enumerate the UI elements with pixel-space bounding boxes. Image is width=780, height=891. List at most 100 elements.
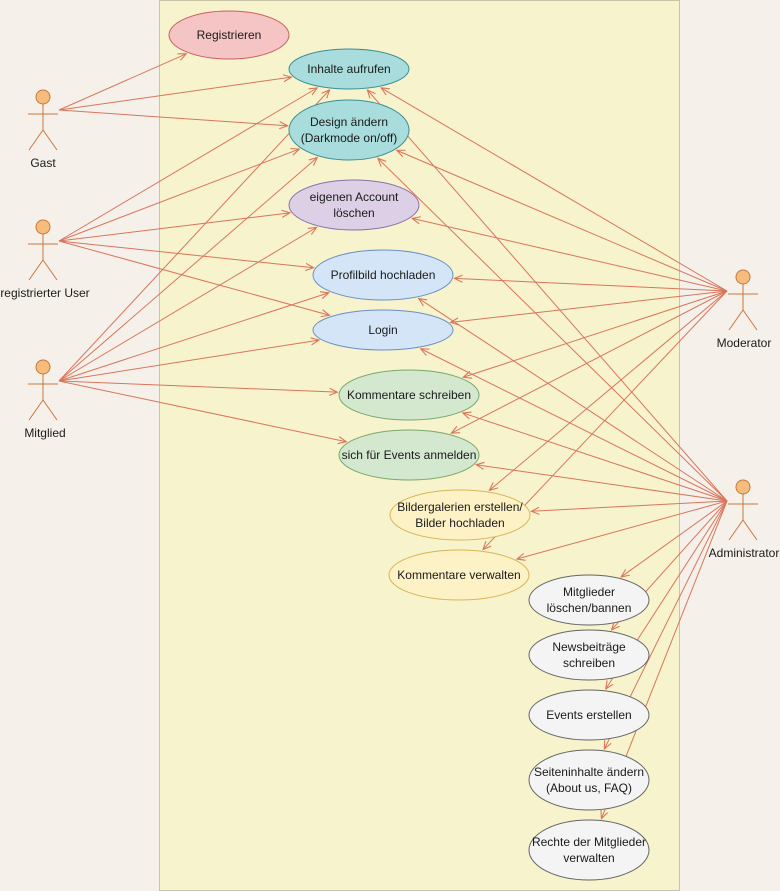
- use-case-shape: [288, 179, 420, 231]
- use-case-shape: [312, 249, 454, 301]
- use-case-label: Newsbeiträge: [552, 640, 626, 654]
- use-case-rechte[interactable]: Rechte der Mitglieder verwalten: [528, 819, 650, 881]
- actor-head: [735, 269, 751, 285]
- use-case-eerstellen[interactable]: Events erstellen: [528, 689, 650, 741]
- use-case-label: Rechte der Mitglieder: [532, 835, 646, 849]
- use-case-registrieren[interactable]: Registrieren: [168, 10, 290, 60]
- use-case-label: Events erstellen: [546, 708, 631, 722]
- use-case-shape: [288, 99, 410, 161]
- use-case-label: Login: [368, 323, 397, 337]
- actor-label: Moderator: [717, 336, 772, 350]
- actor-gast[interactable]: Gast: [28, 89, 58, 170]
- association-admin-mloeschen: [621, 500, 728, 577]
- actor-head: [735, 479, 751, 495]
- use-case-shape: [389, 489, 531, 541]
- use-case-galerien[interactable]: Bildergalerien erstellen/Bilder hochlade…: [389, 489, 531, 541]
- use-case-seiten[interactable]: Seiteninhalte ändern(About us, FAQ): [528, 749, 650, 811]
- use-case-label: löschen: [333, 206, 374, 220]
- actor-user[interactable]: registrierter User: [0, 219, 90, 300]
- association-lines: [58, 54, 728, 819]
- actor-label: Gast: [30, 156, 56, 170]
- association-mitglied-profilbild: [58, 293, 329, 382]
- association-mitglied-design: [58, 157, 317, 382]
- association-moderator-account: [412, 218, 728, 292]
- association-gast-inhalte: [58, 77, 291, 111]
- use-case-shape: [528, 819, 650, 881]
- use-case-shape: [528, 629, 650, 681]
- association-user-inhalte: [58, 88, 317, 242]
- actor-head: [35, 219, 51, 235]
- use-case-label: eigenen Account: [310, 190, 399, 204]
- actor-moderator[interactable]: Moderator: [717, 269, 772, 350]
- use-case-label: Bilder hochladen: [415, 516, 504, 530]
- actor-body: [728, 284, 758, 331]
- use-case-kommentare[interactable]: Kommentare schreiben: [338, 369, 480, 421]
- association-admin-inhalte: [367, 90, 728, 502]
- use-case-label: Inhalte aufrufen: [307, 62, 390, 76]
- use-case-label: Kommentare verwalten: [397, 568, 520, 582]
- actor-body: [28, 374, 58, 421]
- use-case-shape: [168, 10, 290, 60]
- actor-label: Administrator: [709, 546, 780, 560]
- association-mitglied-kommentare: [58, 380, 337, 392]
- use-case-label: Registrieren: [197, 28, 262, 42]
- use-case-shape: [338, 369, 480, 421]
- association-admin-design: [378, 158, 728, 502]
- use-case-account[interactable]: eigenen Account löschen: [288, 179, 420, 231]
- use-case-shape: [312, 309, 454, 351]
- use-case-shape: [528, 574, 650, 626]
- actor-admin[interactable]: Administrator: [709, 479, 780, 560]
- use-case-label: (Darkmode on/off): [301, 131, 398, 145]
- association-user-design: [58, 149, 299, 242]
- association-user-profilbild: [58, 240, 314, 268]
- use-case-label: schreiben: [563, 656, 615, 670]
- use-case-inhalte[interactable]: Inhalte aufrufen: [288, 48, 410, 90]
- actor-body: [728, 494, 758, 541]
- use-case-label: Profilbild hochladen: [331, 268, 436, 282]
- actor-label: registrierter User: [0, 286, 89, 300]
- association-mitglied-inhalte: [58, 90, 330, 382]
- association-moderator-events: [451, 290, 728, 433]
- use-case-label: sich für Events anmelden: [342, 448, 477, 462]
- association-mitglied-events: [58, 380, 346, 442]
- use-case-label: verwalten: [563, 851, 614, 865]
- use-case-news[interactable]: Newsbeiträge schreiben: [528, 629, 650, 681]
- association-moderator-galerien: [489, 290, 728, 490]
- use-case-shape: [388, 549, 530, 601]
- association-admin-kverwalten: [517, 500, 728, 559]
- association-moderator-login: [451, 290, 728, 322]
- association-moderator-inhalte: [381, 88, 728, 292]
- association-moderator-design: [397, 150, 728, 292]
- association-admin-profilbild: [419, 298, 728, 502]
- use-case-label: (About us, FAQ): [546, 781, 632, 795]
- association-mitglied-login: [58, 340, 319, 382]
- use-case-kverwalten[interactable]: Kommentare verwalten: [388, 549, 530, 601]
- actor-body: [28, 234, 58, 281]
- actor-mitglied[interactable]: Mitglied: [24, 359, 66, 440]
- use-case-label: löschen/bannen: [547, 601, 632, 615]
- association-admin-galerien: [531, 500, 728, 511]
- use-case-shape: [288, 48, 410, 90]
- use-case-label: Kommentare schreiben: [347, 388, 471, 402]
- use-case-login[interactable]: Login: [312, 309, 454, 351]
- use-case-profilbild[interactable]: Profilbild hochladen: [312, 249, 454, 301]
- association-user-login: [58, 240, 329, 315]
- association-user-account: [58, 213, 290, 242]
- association-mitglied-account: [58, 227, 316, 382]
- association-gast-design: [58, 109, 288, 126]
- use-case-design[interactable]: Design ändern(Darkmode on/off): [288, 99, 410, 161]
- actor-label: Mitglied: [24, 426, 65, 440]
- use-case-events[interactable]: sich für Events anmelden: [338, 429, 480, 481]
- use-case-shape: [528, 689, 650, 741]
- use-case-shape: [338, 429, 480, 481]
- use-case-label: Bildergalerien erstellen/: [397, 500, 523, 514]
- association-admin-events: [476, 465, 728, 502]
- association-admin-login: [421, 349, 728, 502]
- use-case-shape: [528, 749, 650, 811]
- actor-head: [35, 89, 51, 105]
- association-admin-kommentare: [463, 413, 728, 502]
